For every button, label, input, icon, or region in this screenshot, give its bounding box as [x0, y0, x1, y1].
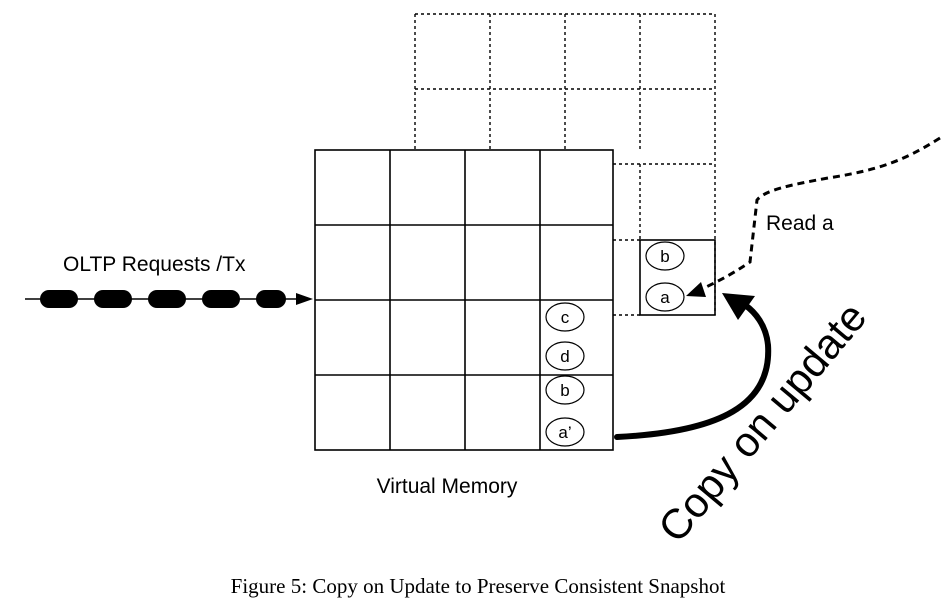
read-a-path — [699, 136, 941, 292]
snapshot-copied-page — [639, 239, 716, 316]
figure-caption: Figure 5: Copy on Update to Preserve Con… — [231, 574, 726, 598]
snapshot-item-b-label: b — [660, 247, 669, 266]
virtual-memory-label: Virtual Memory — [377, 475, 518, 498]
virtual-memory-grid — [314, 149, 614, 451]
snapshot-page-grid — [414, 13, 716, 316]
snapshot-item-a-label: a — [660, 288, 670, 307]
copy-on-update-arrowhead — [722, 293, 755, 320]
snapshot-item-a-ellipse — [645, 282, 685, 312]
vm-item-b-label: b — [560, 381, 569, 400]
snapshot-data-items — [645, 241, 685, 312]
vm-item-b-ellipse — [545, 375, 585, 405]
oltp-requests-label: OLTP Requests /Tx — [63, 253, 246, 276]
vm-item-c-ellipse — [545, 302, 585, 332]
vm-item-a-prime-ellipse — [545, 417, 585, 447]
vm-item-d-ellipse — [545, 341, 585, 371]
read-a-arrowhead — [686, 282, 706, 297]
vm-item-d-label: d — [560, 347, 569, 366]
vm-item-c-label: c — [561, 308, 570, 327]
snapshot-item-b-ellipse — [645, 241, 685, 271]
oltp-request-stream — [25, 290, 313, 308]
vm-data-items — [545, 302, 585, 447]
vm-item-a-prime-label: a’ — [558, 423, 571, 442]
read-a-label: Read a — [766, 212, 834, 235]
copy-on-update-arrow — [614, 302, 772, 440]
